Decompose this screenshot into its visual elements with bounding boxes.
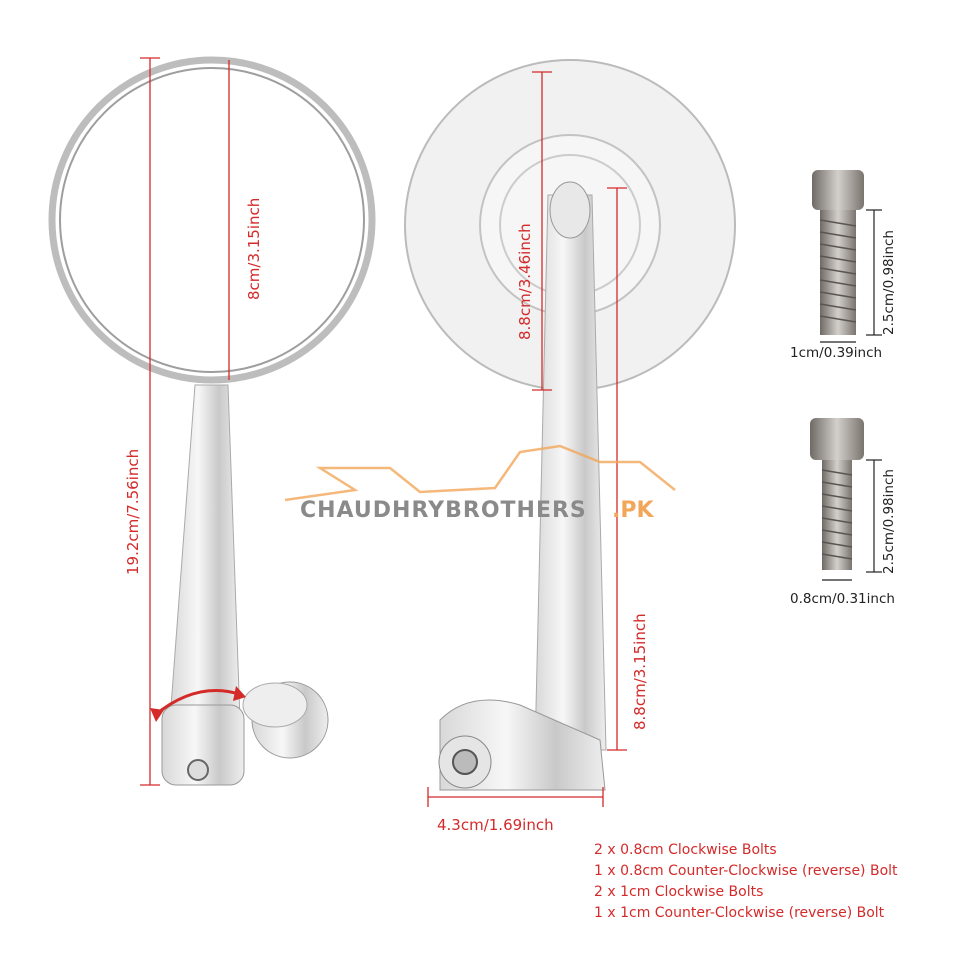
label-bolt1-length: 2.5cm/0.98inch xyxy=(881,230,897,335)
included-bolts-list: 2 x 0.8cm Clockwise Bolts 1 x 0.8cm Coun… xyxy=(594,840,898,924)
label-clamp-width: 4.3cm/1.69inch xyxy=(437,816,554,834)
mirror-front xyxy=(48,56,376,786)
bolts-list-item: 1 x 1cm Counter-Clockwise (reverse) Bolt xyxy=(594,905,885,921)
label-total-length: 19.2cm/7.56inch xyxy=(124,449,142,575)
watermark-brand: CHAUDHRYBROTHERS xyxy=(300,498,587,523)
bolts-list-item: 2 x 1cm Clockwise Bolts xyxy=(594,884,764,900)
bolt-dimension-lines xyxy=(820,209,882,581)
label-stem-length: 8.8cm/3.15inch xyxy=(631,613,649,730)
bolt-0-8cm xyxy=(810,418,864,570)
watermark: CHAUDHRYBROTHERS .PK xyxy=(284,444,676,523)
mirror-back xyxy=(404,59,736,791)
bolt-1cm xyxy=(812,170,864,335)
label-bolt2-length: 2.5cm/0.98inch xyxy=(881,469,897,574)
dimension-lines xyxy=(140,57,627,807)
watermark-suffix: .PK xyxy=(612,498,654,523)
bolts-list-item: 1 x 0.8cm Counter-Clockwise (reverse) Bo… xyxy=(594,863,898,879)
bolts-list-item: 2 x 0.8cm Clockwise Bolts xyxy=(594,842,777,858)
label-bolt1-diameter: 1cm/0.39inch xyxy=(790,345,882,361)
label-bolt2-diameter: 0.8cm/0.31inch xyxy=(790,591,895,607)
label-back-diameter: 8.8cm/3.46inch xyxy=(516,223,534,340)
label-front-diameter: 8cm/3.15inch xyxy=(245,198,263,300)
